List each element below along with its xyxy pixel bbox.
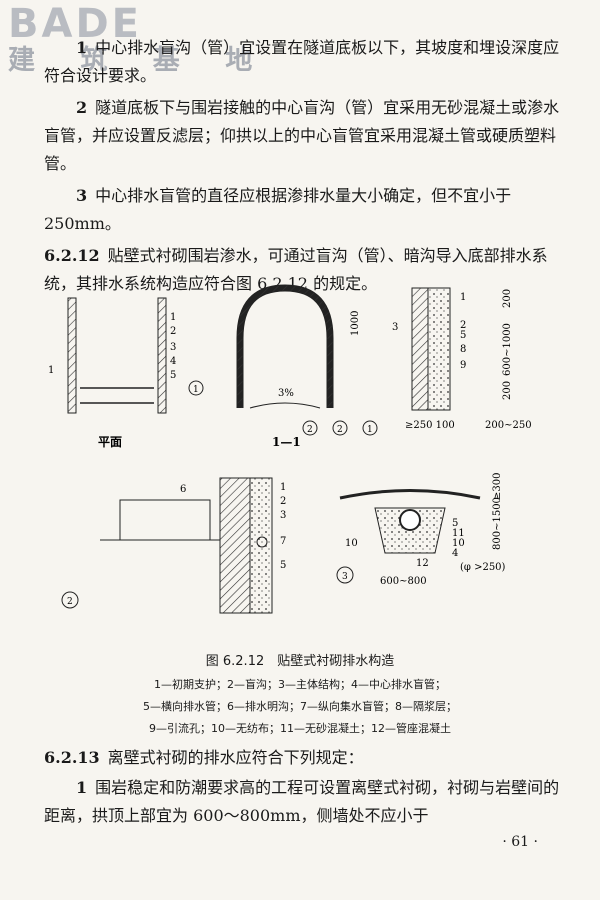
svg-text:10: 10: [345, 538, 358, 549]
plan-view: 1 2 3 4 5 1 1 平面: [48, 297, 204, 449]
svg-text:3: 3: [342, 572, 348, 582]
svg-text:5: 5: [170, 370, 176, 381]
svg-text:12: 12: [416, 558, 429, 569]
svg-text:5: 5: [280, 560, 286, 571]
section-label: 1—1: [272, 435, 301, 449]
logo-latin-text: BADE: [8, 1, 142, 47]
svg-text:2: 2: [307, 425, 313, 435]
svg-text:4: 4: [452, 548, 458, 559]
svg-text:11: 11: [452, 528, 465, 539]
svg-text:2: 2: [67, 597, 73, 607]
svg-text:7: 7: [280, 536, 286, 547]
svg-text:9: 9: [460, 360, 466, 371]
detail-2: 6 1 2 3 7 5 2: [61, 477, 286, 614]
page-number: · 61 ·: [502, 834, 538, 850]
dim-200: 200: [502, 289, 513, 308]
figure-legend-2: 5—横向排水管；6—排水明沟；7—纵向集水盲管；8—隔浆层；: [143, 700, 457, 713]
slope-label: 3%: [278, 388, 294, 399]
svg-text:5: 5: [460, 330, 466, 341]
svg-text:2: 2: [460, 320, 466, 331]
dim-phi: (φ >250): [460, 562, 506, 573]
svg-text:3: 3: [280, 510, 286, 521]
dim-1000: 1000: [350, 311, 361, 336]
svg-text:6: 6: [180, 484, 186, 495]
watermark-logo: BADE 建 筑 基 地: [8, 4, 270, 76]
drainage-figure: 1 2 3 4 5 1 1 平面 3% 1000 2 2 1 1—1 1 2 5…: [48, 284, 532, 614]
dim-200-250: 200~250: [485, 420, 532, 431]
figure-legend-1: 1—初期支护；2—盲沟；3—主体结构；4—中心排水盲管；: [154, 678, 446, 691]
svg-text:1: 1: [367, 425, 373, 435]
detail-3: 5 11 10 4 10 12 ≥300 800~1500 600~800 (φ…: [336, 473, 506, 587]
figure-caption: 图 6.2.12 贴壁式衬砌排水构造: [205, 654, 395, 669]
svg-text:8: 8: [460, 344, 466, 355]
svg-text:5: 5: [452, 518, 458, 529]
dim-200b: 200: [502, 381, 513, 400]
svg-text:1: 1: [48, 365, 54, 376]
svg-text:3: 3: [392, 322, 398, 333]
section-view: 3% 1000 2 2 1 1—1: [236, 284, 378, 449]
figure-legend-3: 9—引流孔；10—无纺布；11—无砂混凝土；12—管座混凝土: [149, 722, 451, 735]
svg-text:2: 2: [337, 425, 343, 435]
svg-text:1: 1: [280, 482, 286, 493]
svg-text:2: 2: [280, 496, 286, 507]
svg-text:1: 1: [460, 292, 466, 303]
svg-text:1: 1: [170, 312, 176, 323]
svg-text:1: 1: [193, 385, 199, 395]
dim-250-100: ≥250 100: [405, 420, 455, 431]
dim-300: ≥300: [492, 473, 503, 500]
svg-text:4: 4: [170, 356, 176, 367]
dim-600-800: 600~800: [380, 576, 427, 587]
plan-label: 平面: [98, 435, 122, 449]
svg-text:3: 3: [170, 342, 176, 353]
detail-1: 1 2 5 8 9 3 200 600~1000 200 ≥250 100 20…: [392, 287, 532, 431]
svg-text:2: 2: [170, 326, 176, 337]
dim-800-1500: 800~1500: [492, 497, 503, 550]
svg-text:10: 10: [452, 538, 465, 549]
dim-600-1000: 600~1000: [502, 323, 513, 376]
logo-cjk-text: 建 筑 基 地: [8, 45, 271, 76]
